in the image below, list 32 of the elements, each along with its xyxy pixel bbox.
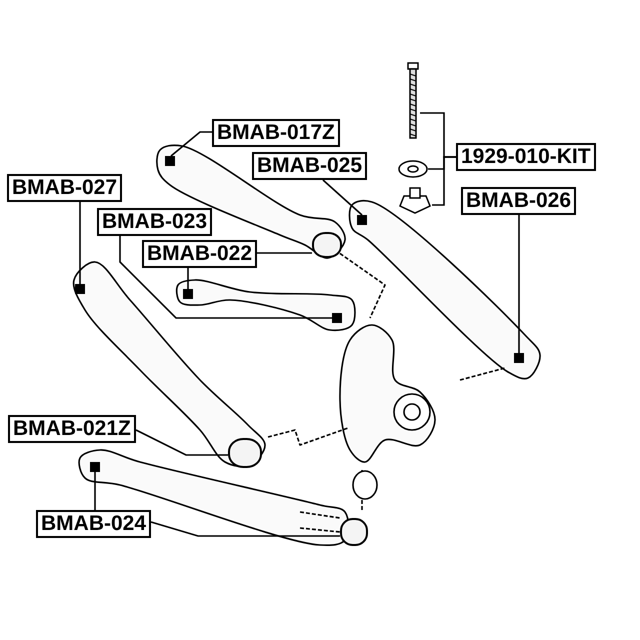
bushing-drawing [340,518,368,546]
fastener-drawing [398,160,428,178]
part-number-label: BMAB-021Z [8,415,136,443]
bushing-marker [90,462,100,472]
leader-line [257,252,312,254]
leader-line [187,268,189,289]
bushing-marker [165,156,175,166]
part-number-label: BMAB-025 [252,152,368,180]
leader-line [79,202,81,284]
part-number-label: 1929-010-KIT [456,143,596,171]
leader-line [432,156,456,206]
part-number-label: BMAB-023 [97,208,212,236]
part-number-label: BMAB-026 [461,187,576,215]
bushing-drawing [312,232,342,258]
bushing-marker [514,353,524,363]
leader-line [518,215,520,353]
bushing-marker [183,289,193,299]
part-number-label: BMAB-024 [36,510,152,538]
part-number-label: BMAB-027 [7,174,122,202]
fastener-drawing [406,62,420,140]
leader-line [94,472,96,510]
leader-line [119,236,332,319]
bushing-marker [75,284,85,294]
bushing-marker [357,215,367,225]
leader-line [136,429,228,456]
leader-line [322,179,363,216]
bushing-marker [332,313,342,323]
part-number-label: BMAB-022 [142,240,258,268]
leader-line [150,521,340,537]
fastener-drawing [398,186,432,214]
part-number-label: BMAB-017Z [212,119,340,147]
leader-line [170,131,212,157]
